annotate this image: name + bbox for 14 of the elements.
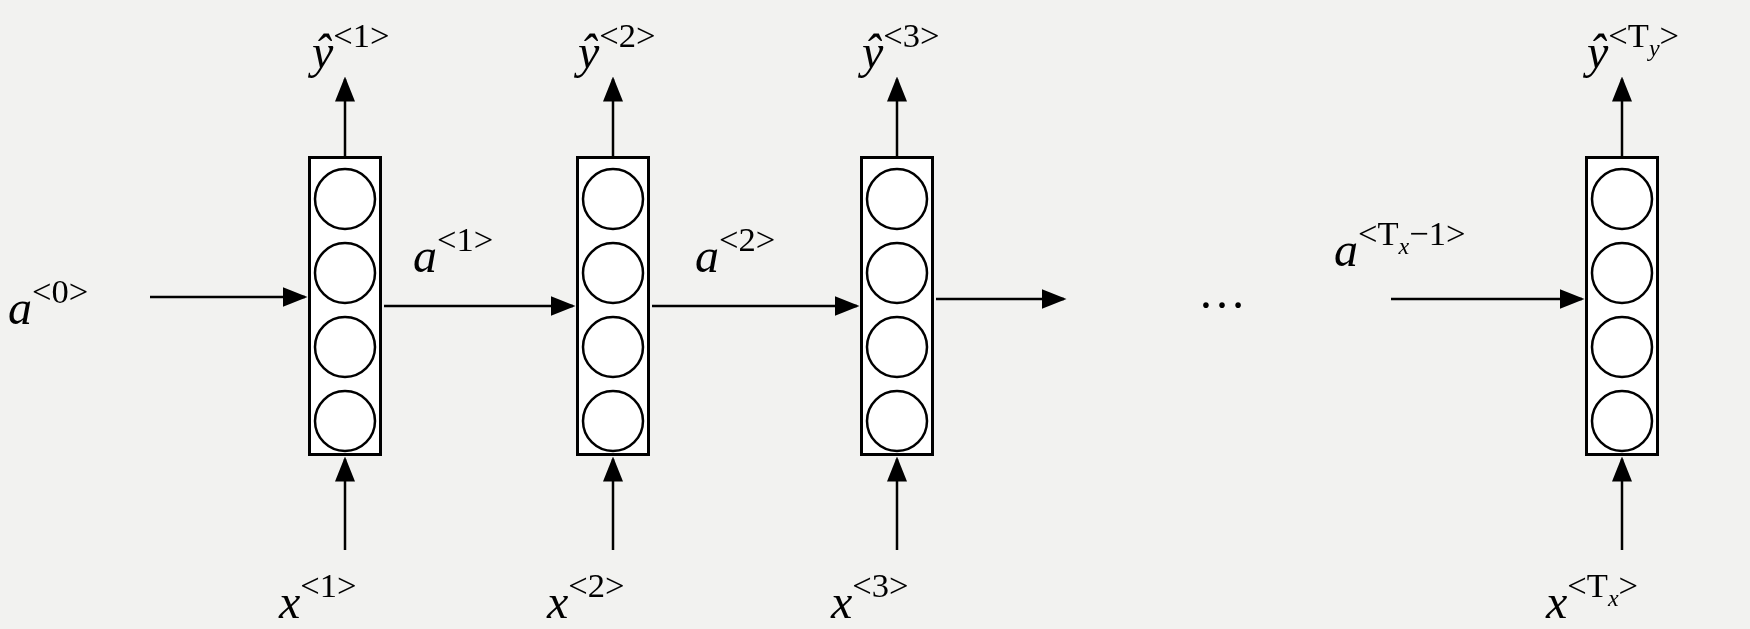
arrow (150, 287, 308, 307)
ellipsis-text: … (1198, 268, 1246, 316)
arrow (887, 456, 907, 550)
arrow (887, 76, 907, 156)
arrow (1391, 289, 1585, 309)
arrow (1612, 76, 1632, 156)
arrow (335, 456, 355, 550)
arrow (603, 456, 623, 550)
arrow (384, 296, 576, 316)
arrow (603, 76, 623, 156)
arrow (652, 296, 860, 316)
arrow (936, 289, 1067, 309)
arrow (1612, 456, 1632, 550)
arrow (335, 76, 355, 156)
